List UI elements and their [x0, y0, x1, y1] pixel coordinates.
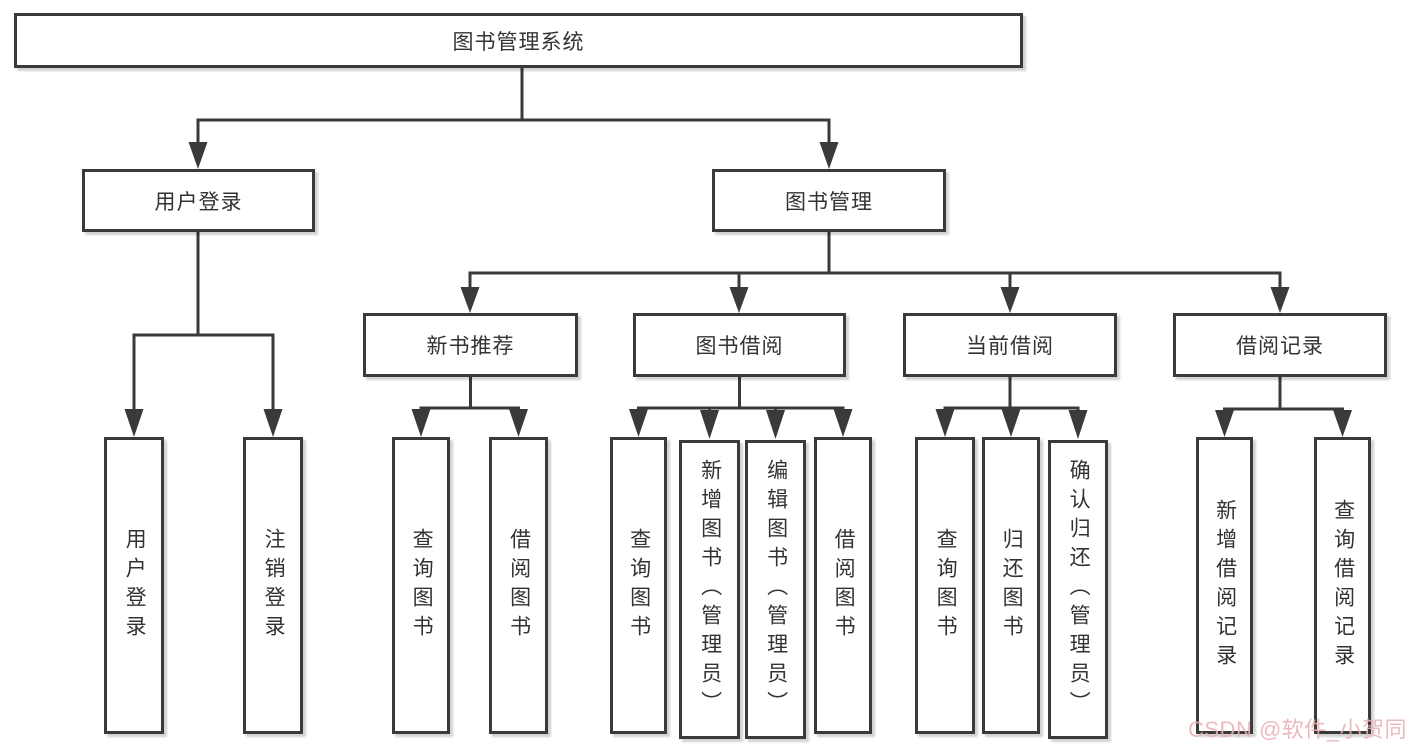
leaf-current-query-label: 查询图书 — [934, 527, 958, 644]
leaf-records-add: 新增借阅记录 — [1196, 437, 1253, 734]
leaf-current-confirm: 确认归还（管理员） — [1048, 440, 1108, 739]
leaf-borrow-edit-label: 编辑图书（管理员） — [764, 459, 788, 720]
leaf-current-return-label: 归还图书 — [1000, 527, 1024, 644]
connector-user-login-group — [124, 232, 283, 437]
leaf-borrow-borrow: 借阅图书 — [814, 437, 872, 734]
leaf-records-add-label: 新增借阅记录 — [1213, 498, 1237, 673]
connector-new-book-group — [411, 377, 528, 437]
leaf-current-confirm-label: 确认归还（管理员） — [1067, 459, 1091, 720]
node-book-management-label: 图书管理 — [785, 190, 873, 214]
node-root-label: 图书管理系统 — [452, 30, 585, 54]
leaf-records-query-label: 查询借阅记录 — [1331, 498, 1355, 673]
node-current-borrow: 当前借阅 — [903, 313, 1117, 377]
watermark: CSDN @软件_小贺同学 — [1188, 717, 1405, 742]
node-book-management: 图书管理 — [712, 169, 946, 232]
leaf-borrow-borrow-label: 借阅图书 — [832, 527, 856, 644]
leaf-newbook-query-label: 查询图书 — [410, 527, 434, 644]
node-book-borrow: 图书借阅 — [633, 313, 846, 377]
connector-book-mgmt-to-level3 — [460, 232, 1290, 313]
node-book-borrow-label: 图书借阅 — [695, 335, 784, 358]
leaf-newbook-borrow: 借阅图书 — [489, 437, 548, 734]
leaf-user-login: 用户登录 — [104, 437, 164, 734]
leaf-borrow-query-label: 查询图书 — [627, 527, 651, 644]
leaf-borrow-query: 查询图书 — [610, 437, 667, 734]
node-new-book-recommend: 新书推荐 — [363, 313, 578, 377]
leaf-current-return: 归还图书 — [982, 437, 1040, 734]
node-borrow-records: 借阅记录 — [1173, 313, 1387, 377]
connector-current-borrow-group — [935, 377, 1088, 439]
leaf-current-query: 查询图书 — [915, 437, 975, 734]
leaf-newbook-query: 查询图书 — [392, 437, 450, 734]
connector-book-borrow-group — [629, 377, 853, 439]
leaf-newbook-borrow-label: 借阅图书 — [507, 527, 531, 644]
leaf-user-login-label: 用户登录 — [123, 527, 147, 644]
node-new-book-recommend-label: 新书推荐 — [426, 335, 515, 358]
leaf-logout-label: 注销登录 — [262, 527, 286, 644]
leaf-records-query: 查询借阅记录 — [1314, 437, 1371, 734]
leaf-logout: 注销登录 — [243, 437, 303, 734]
node-user-login: 用户登录 — [82, 169, 315, 232]
leaf-borrow-add-label: 新增图书（管理员） — [698, 459, 722, 720]
connector-borrow-records-group — [1215, 377, 1352, 437]
leaf-borrow-edit: 编辑图书（管理员） — [745, 440, 806, 739]
node-root: 图书管理系统 — [14, 13, 1023, 68]
node-current-borrow-label: 当前借阅 — [966, 335, 1054, 358]
node-user-login-label: 用户登录 — [154, 190, 243, 214]
node-borrow-records-label: 借阅记录 — [1236, 335, 1324, 358]
leaf-borrow-add: 新增图书（管理员） — [679, 440, 740, 739]
connector-root-to-level2 — [188, 66, 839, 169]
